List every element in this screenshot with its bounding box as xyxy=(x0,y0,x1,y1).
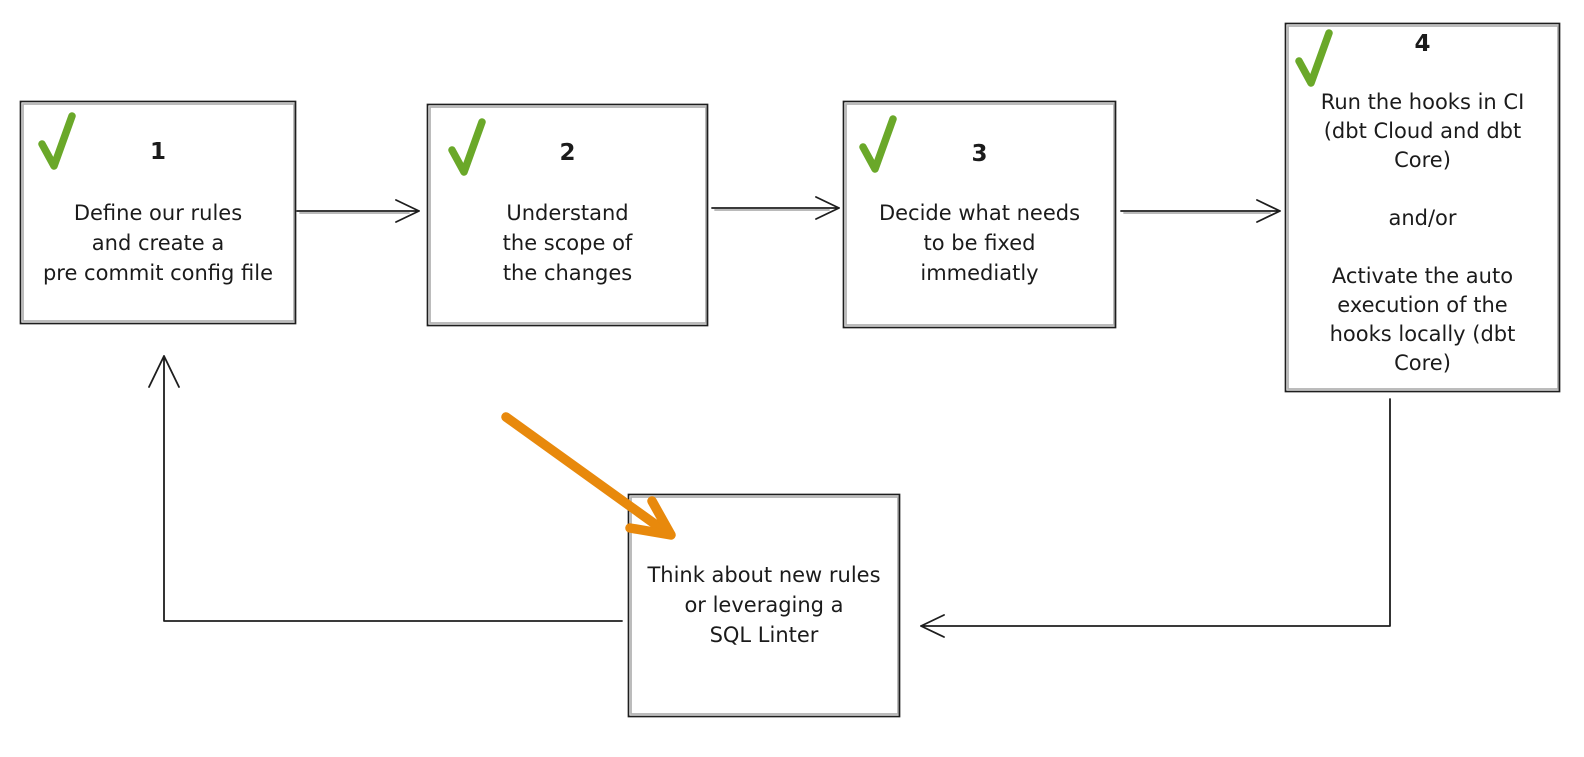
step-box-3: 3 Decide what needs to be fixed immediat… xyxy=(843,101,1116,328)
step-number: 1 xyxy=(149,139,166,165)
step-box-outline-2-echo xyxy=(429,106,707,324)
highlight-arrow-shaft xyxy=(501,412,671,537)
step-text: Run the hooks in CI (dbt Cloud and dbt C… xyxy=(1320,90,1525,375)
step-text: Understand the scope of the changes xyxy=(502,201,633,285)
step-box-outline-1 xyxy=(19,100,297,325)
arrow-step2-to-step3 xyxy=(711,196,840,220)
step-box-4: 4 Run the hooks in CI (dbt Cloud and dbt… xyxy=(1285,23,1560,392)
check-icon xyxy=(859,115,897,173)
check-icon xyxy=(448,118,486,176)
arrow-step3-to-step4 xyxy=(1120,199,1281,223)
feedback-box-outline-echo xyxy=(630,496,899,715)
feedback-text: Think about new rules or leveraging a SQ… xyxy=(647,563,881,647)
step-box-outline-2 xyxy=(426,103,709,327)
box-outlines xyxy=(19,22,1561,718)
highlight-arrow-head xyxy=(625,496,676,540)
feedback-box: Think about new rules or leveraging a SQ… xyxy=(628,494,900,717)
step-text: Decide what needs to be fixed immediatly xyxy=(878,201,1081,285)
check-icon xyxy=(38,112,76,170)
step-text: Define our rules and create a pre commit… xyxy=(42,201,274,285)
step-number: 3 xyxy=(971,141,988,167)
connector-arrows xyxy=(148,196,1391,638)
check-icon xyxy=(1295,29,1333,87)
step-box-1: 1 Define our rules and create a pre comm… xyxy=(20,101,296,324)
highlight-arrow xyxy=(501,412,676,540)
step-box-outline-3 xyxy=(842,100,1117,329)
arrow-step1-to-step2 xyxy=(296,199,420,223)
step-number: 4 xyxy=(1414,31,1431,57)
feedback-box-outline xyxy=(627,493,901,718)
step-box-outline-4-echo xyxy=(1287,25,1559,390)
step-box-outline-4 xyxy=(1284,22,1561,393)
arrow-feedback-to-step1 xyxy=(148,355,623,622)
step-number: 2 xyxy=(559,140,576,166)
step-box-outline-1-echo xyxy=(22,103,295,322)
step-box-outline-3-echo xyxy=(845,103,1115,326)
arrow-step4-to-feedback xyxy=(920,398,1391,638)
step-box-2: 2 Understand the scope of the changes xyxy=(427,104,708,326)
